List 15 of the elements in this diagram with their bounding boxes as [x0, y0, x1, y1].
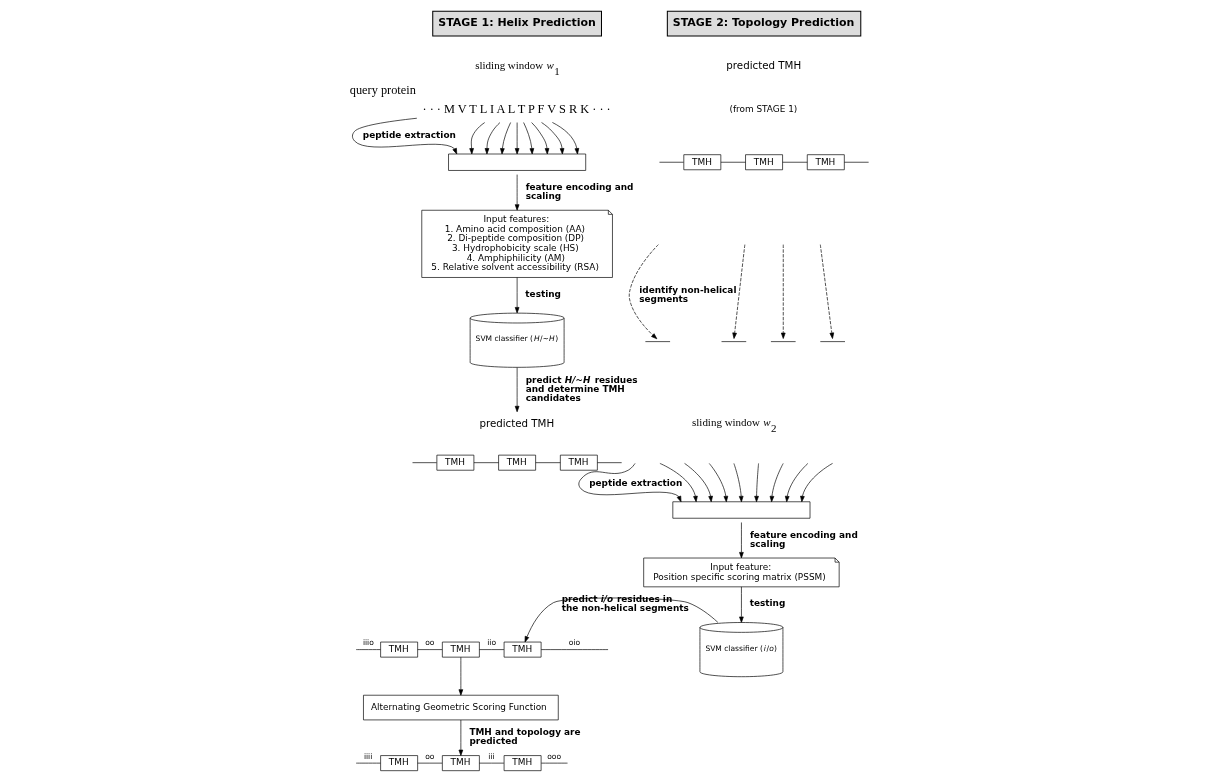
- edge-label: feature encoding and scaling: [750, 529, 858, 549]
- node-text: · · · M V T L I A L T P F V S R K · · ·: [422, 102, 611, 117]
- edge-label: predict H/~H residues and determine TMH candidates: [525, 375, 638, 403]
- edge-label: peptide extraction: [362, 129, 456, 140]
- node-label: query protein: [349, 82, 416, 97]
- edge-label: identify non-helical segments: [639, 284, 737, 304]
- node-text: predicted TMH: [479, 416, 555, 429]
- label: predicted TMH: [726, 59, 802, 72]
- edge-label: testing: [749, 598, 786, 609]
- edge-label: peptide extraction: [589, 477, 683, 488]
- label: (from STAGE 1): [729, 104, 798, 115]
- edge-label: predict i/o residues in the non-helical segments: [561, 594, 689, 614]
- edge-label: feature encoding and scaling: [525, 181, 634, 201]
- edge-label: testing: [525, 288, 561, 299]
- edge-label: TMH and topology are predicted: [469, 727, 581, 747]
